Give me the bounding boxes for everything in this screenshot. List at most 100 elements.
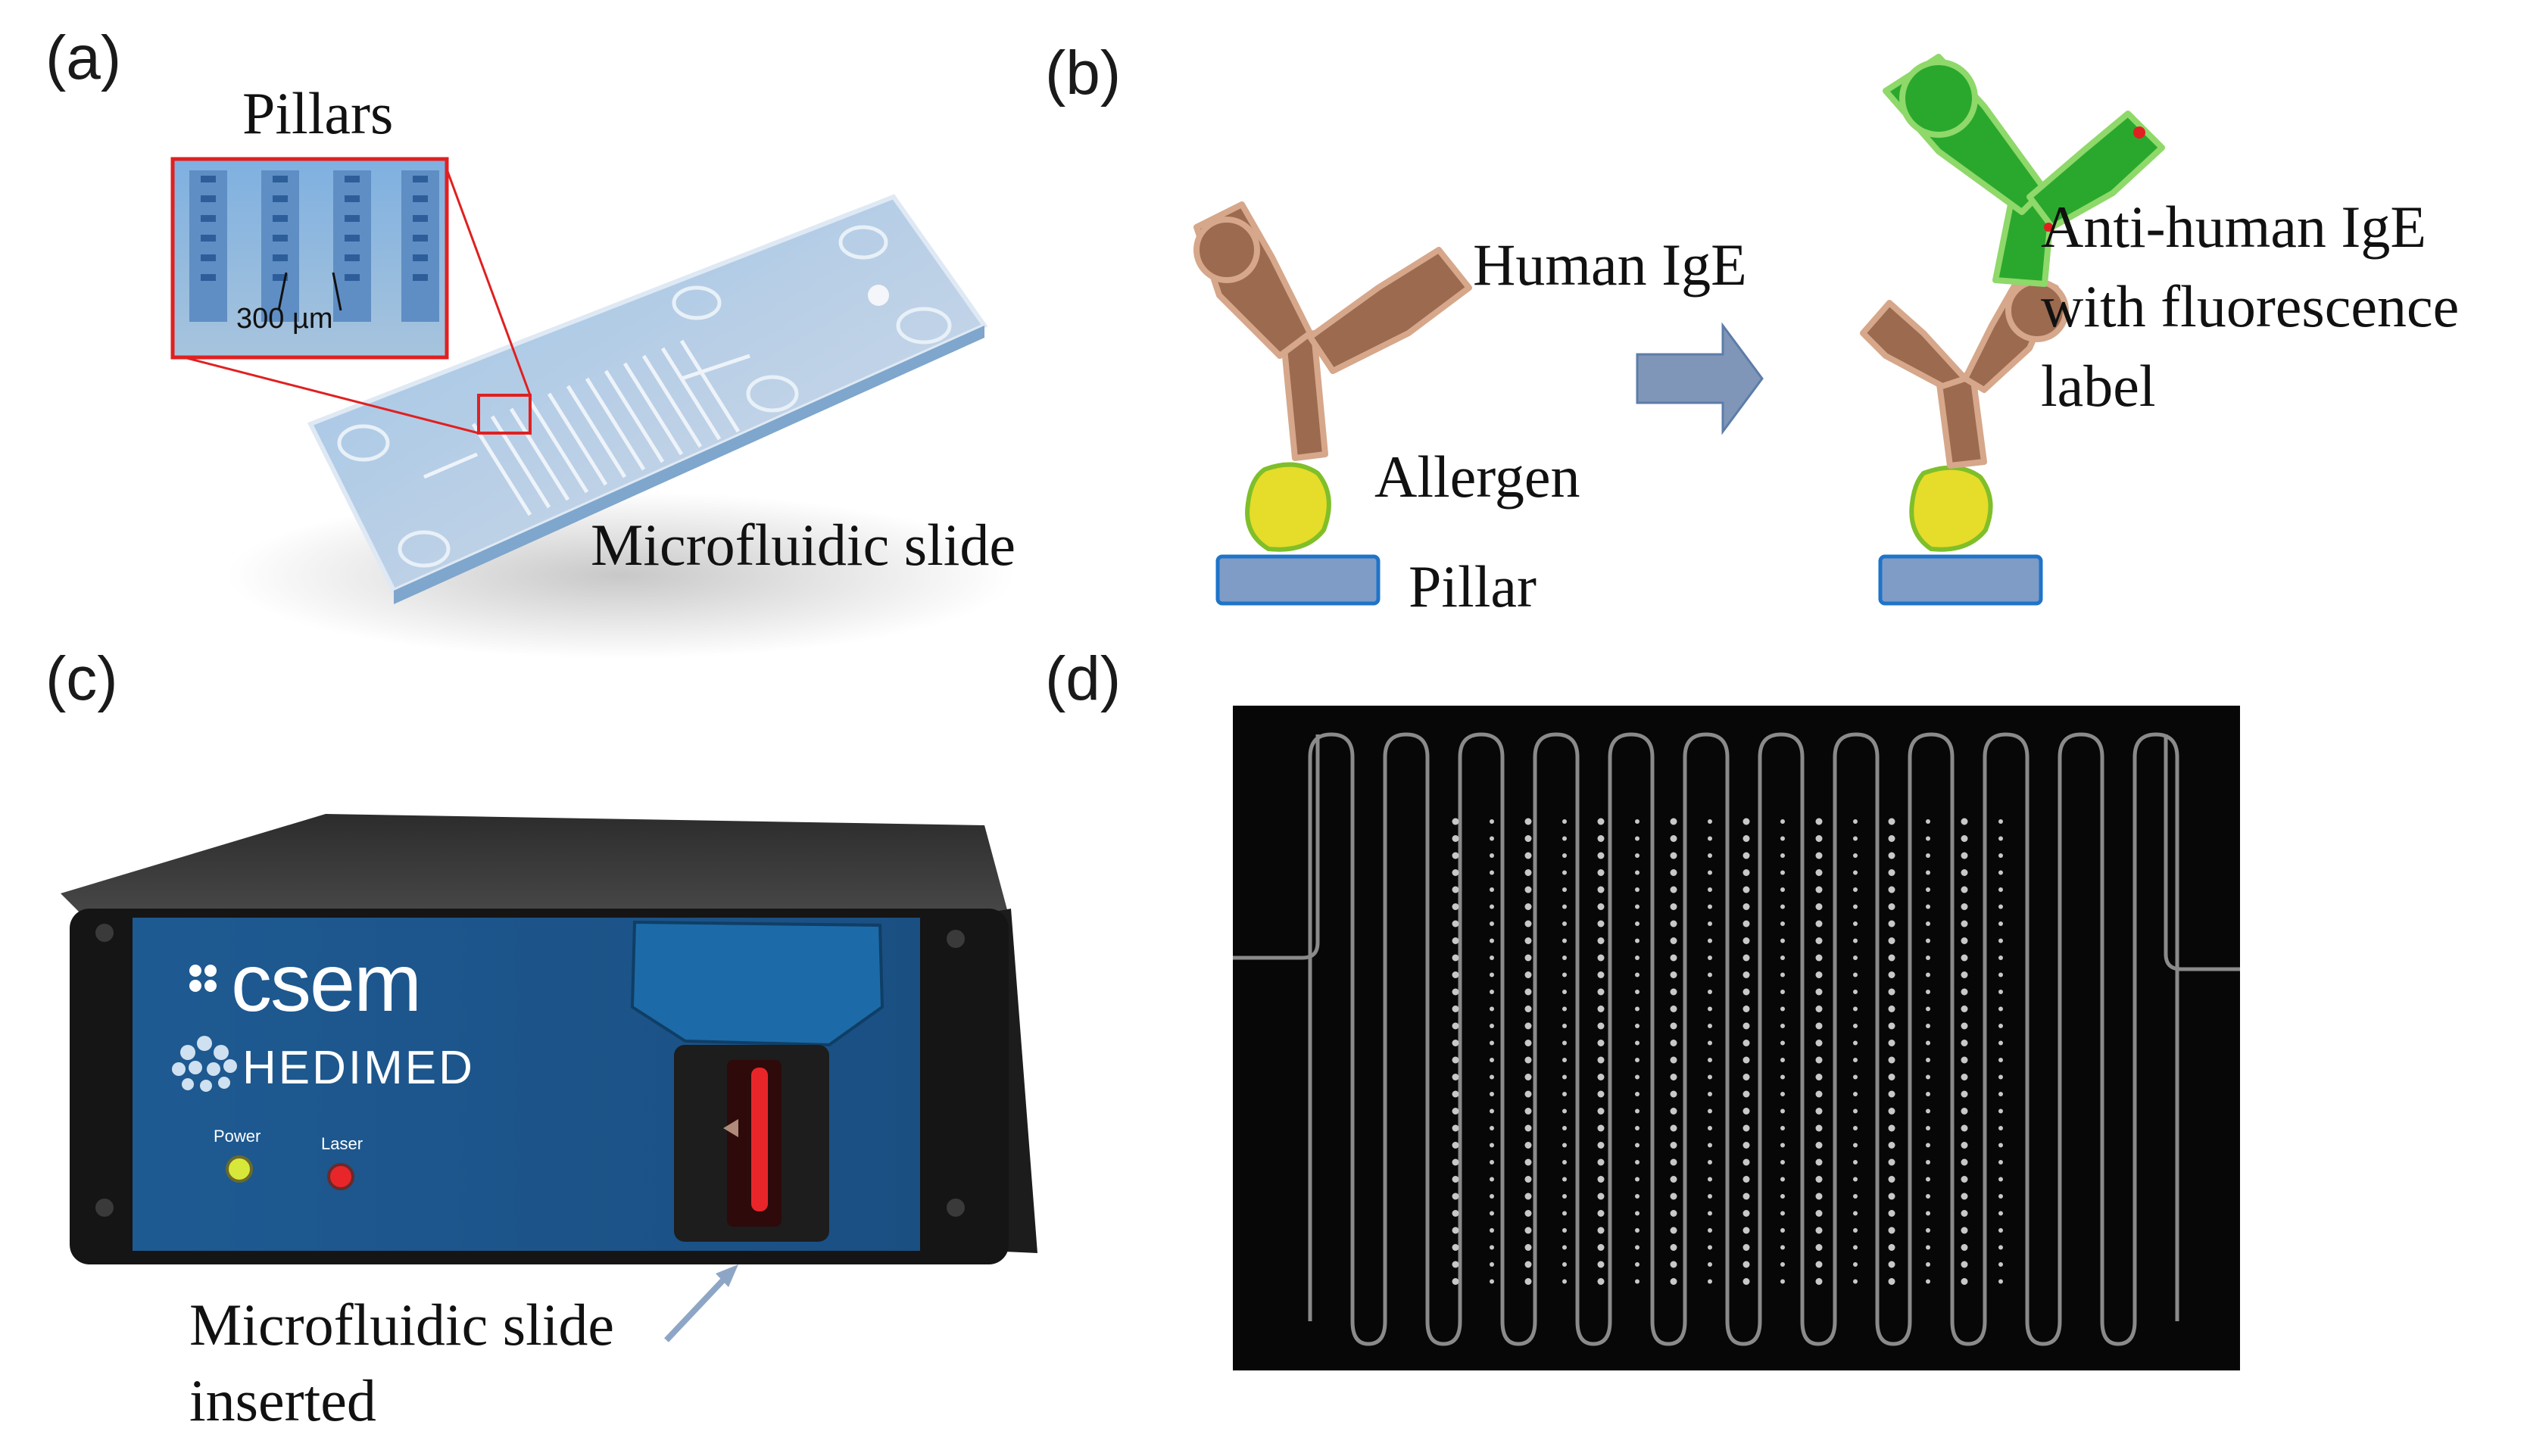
reaction-arrow: [1636, 322, 1764, 435]
fluorescent-spot: [1998, 1092, 2003, 1096]
fluorescent-spot: [1961, 1005, 1968, 1012]
fluorescent-spot: [1635, 853, 1640, 858]
fluorescent-spot: [1452, 1124, 1459, 1132]
fluorescent-spot: [1742, 1261, 1750, 1268]
laser-led: [327, 1163, 354, 1190]
fluorescent-spot: [1888, 886, 1895, 893]
fluorescent-spot: [1742, 1193, 1750, 1200]
fluorescent-spot: [1888, 1022, 1895, 1030]
fluorescent-spot: [1742, 1124, 1750, 1132]
fluorescent-spot: [1888, 1090, 1895, 1098]
fluorescent-spot: [1888, 937, 1895, 944]
fluorescent-spot: [1597, 1176, 1605, 1183]
fluorescent-spot: [1780, 1211, 1785, 1216]
fluorescent-spot: [1635, 1058, 1640, 1062]
fluorescent-spot: [1635, 1279, 1640, 1284]
fluorescent-spot: [1780, 870, 1785, 875]
fluorescent-spot: [1998, 1177, 2003, 1182]
pointer-arrowhead: [716, 1264, 738, 1287]
fluorescent-spot: [1853, 972, 1858, 977]
fluorescent-spot: [1670, 1210, 1677, 1217]
fluorescent-spot: [1926, 1006, 1930, 1012]
fluorescent-spot: [1742, 1244, 1750, 1251]
fluorescent-spot: [1998, 956, 2003, 960]
fluorescent-spot: [1888, 1108, 1895, 1115]
fluorescent-spot: [1670, 1005, 1677, 1012]
channel-loop: [1308, 732, 1355, 1321]
hedimed-brand: HEDIMED: [242, 1042, 475, 1094]
fluorescent-spot: [1597, 869, 1605, 876]
fluorescent-spot: [1562, 1160, 1567, 1164]
fluorescent-spot: [1998, 1024, 2003, 1028]
fluorescent-spot: [1635, 836, 1640, 841]
fluorescent-spot: [1998, 1245, 2003, 1250]
channel-turn: [1800, 1320, 1837, 1346]
fluorescent-spot: [1780, 1262, 1785, 1267]
fluorescent-spot: [1742, 1056, 1750, 1064]
fluorescent-spot: [1742, 937, 1750, 944]
fluorescent-spot: [1780, 1160, 1785, 1164]
fluorescent-spot: [1597, 1090, 1605, 1098]
bezel-screws: [95, 924, 965, 1217]
fluorescent-spot: [1635, 1262, 1640, 1267]
fluorescent-spot: [1562, 887, 1567, 892]
fluorescent-spot: [1597, 971, 1605, 978]
inserted-caption-line2: inserted: [189, 1367, 376, 1433]
fluorescent-spot: [1597, 1261, 1605, 1268]
channel-loop: [2058, 732, 2104, 1321]
fluorescent-spot: [1815, 1022, 1823, 1030]
fluorescent-spot: [1562, 1126, 1567, 1130]
fluorescent-spot: [1888, 1278, 1895, 1285]
fluorescent-spot: [1742, 1176, 1750, 1183]
fluorescent-spot: [1815, 954, 1823, 962]
fluorescent-spot: [1926, 1108, 1930, 1114]
fluorescent-spot: [1888, 903, 1895, 910]
channel-turn: [1725, 1320, 1762, 1346]
fluorescent-spot: [1961, 1124, 1968, 1132]
fluorescent-spot: [1815, 1056, 1823, 1064]
fluorescent-spot: [1815, 1090, 1823, 1098]
fluorescent-spot: [1524, 1090, 1532, 1098]
fluorescent-spot: [1452, 1278, 1459, 1285]
fluorescent-spot: [1853, 1092, 1858, 1096]
fluorescent-spot: [1635, 1006, 1640, 1012]
panel-a-label: (a): [45, 23, 122, 92]
fluorescent-spot: [1888, 1142, 1895, 1149]
fluorescent-spot: [1926, 1228, 1930, 1233]
fluorescent-spot: [1742, 971, 1750, 978]
fluorescent-spot: [1815, 988, 1823, 996]
zoom-box: [477, 394, 532, 435]
fluorescent-spot: [1597, 1124, 1605, 1132]
fluorescent-spot: [1815, 971, 1823, 978]
insert-arrow-icon: [723, 1119, 738, 1137]
fluorescent-spot: [1452, 818, 1459, 825]
fluorescent-spot: [1998, 1279, 2003, 1284]
fluorescent-spot: [1452, 869, 1459, 876]
fluorescent-spot: [1524, 971, 1532, 978]
fluorescent-spot: [1961, 903, 1968, 910]
fluorescent-spot: [1708, 1279, 1712, 1284]
fluorescent-spot: [1562, 1040, 1567, 1046]
inserted-caption-line1: Microfluidic slide: [189, 1292, 615, 1358]
fluorescent-spot: [1961, 869, 1968, 876]
fluorescent-spot: [1670, 937, 1677, 944]
fluorescent-spot: [1961, 1074, 1968, 1080]
fluorescent-spot: [1452, 1158, 1459, 1166]
fluorescent-spot: [1524, 1142, 1532, 1149]
pillar-label: Pillar: [1409, 553, 1537, 619]
fluorescent-spot: [1961, 1108, 1968, 1115]
fluorescent-spot: [1998, 819, 2003, 824]
fluorescent-spot: [1853, 921, 1858, 926]
fluorescent-spot: [1742, 903, 1750, 910]
fluorescent-spot: [1780, 887, 1785, 892]
fluorescent-spot: [1742, 988, 1750, 996]
fluorescent-spot: [1597, 954, 1605, 962]
fluorescent-spot: [1742, 1005, 1750, 1012]
fluorescent-spot: [1452, 903, 1459, 910]
fluorescent-spot: [1490, 1228, 1494, 1233]
fluorescent-spot: [1670, 869, 1677, 876]
fluorescent-spot: [1888, 1040, 1895, 1046]
fluorescent-spot: [1780, 938, 1785, 943]
fluorescent-spot: [1888, 954, 1895, 962]
fluorescent-spot: [1853, 1211, 1858, 1216]
